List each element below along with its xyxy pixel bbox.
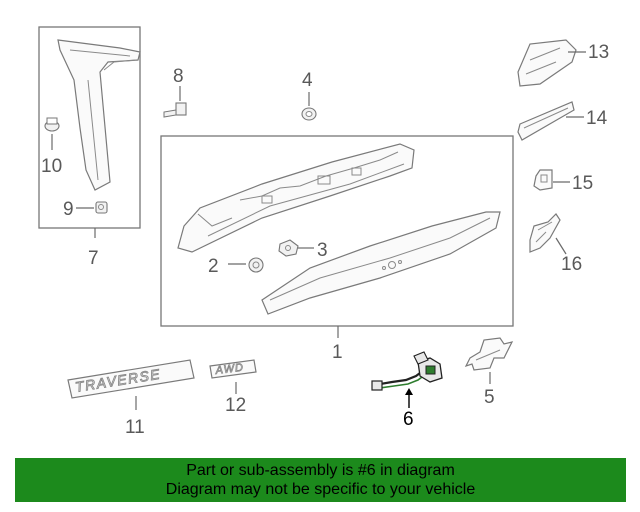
callout-12: 12 [225, 395, 246, 416]
tailgate-trim-group-box [160, 135, 514, 327]
bracket-16-icon [529, 213, 561, 253]
upper-reinforcement-bracket [177, 143, 415, 253]
traverse-emblem-11: TRAVERSE [67, 359, 195, 399]
callout-4: 4 [302, 70, 313, 91]
lower-applique-panel [261, 211, 501, 315]
parts-diagram: 10 9 7 8 4 2 [38, 26, 609, 438]
washer-4-icon [301, 107, 317, 121]
emblem-13-icon [517, 39, 577, 87]
callout-3: 3 [317, 240, 328, 261]
callout-14: 14 [586, 108, 608, 129]
callout-8: 8 [173, 66, 184, 87]
callout-11: 11 [125, 417, 145, 438]
pillar-trim-group-box [38, 26, 141, 229]
nut-9-icon [95, 201, 108, 214]
callout-5: 5 [484, 387, 495, 408]
bowtie-emblem-5-icon [464, 337, 514, 371]
callout-16: 16 [561, 254, 582, 275]
awd-emblem-text: AWD [214, 362, 245, 378]
clip-15-icon [533, 169, 553, 191]
callout-13: 13 [588, 42, 609, 63]
callout-2: 2 [208, 256, 219, 277]
banner-line-1: Part or sub-assembly is #6 in diagram [186, 462, 455, 479]
awd-emblem-12: AWD [209, 359, 257, 379]
bolt-8-icon [163, 102, 187, 118]
clip-10-icon [44, 117, 60, 132]
callout-1: 1 [332, 342, 343, 363]
callout-10: 10 [41, 156, 62, 177]
callout-15: 15 [572, 173, 593, 194]
info-banner: Part or sub-assembly is #6 in diagram Di… [15, 458, 626, 502]
nut-3-icon [278, 239, 299, 257]
callout-7: 7 [88, 248, 99, 269]
callout-6: 6 [403, 409, 414, 430]
wiring-harness-6 [371, 351, 443, 391]
callout-9: 9 [63, 199, 74, 220]
pillar-trim-panel [57, 39, 141, 191]
banner-line-2: Diagram may not be specific to your vehi… [165, 481, 476, 498]
emblem-14-icon [517, 101, 575, 141]
screw-2-icon [248, 257, 264, 273]
